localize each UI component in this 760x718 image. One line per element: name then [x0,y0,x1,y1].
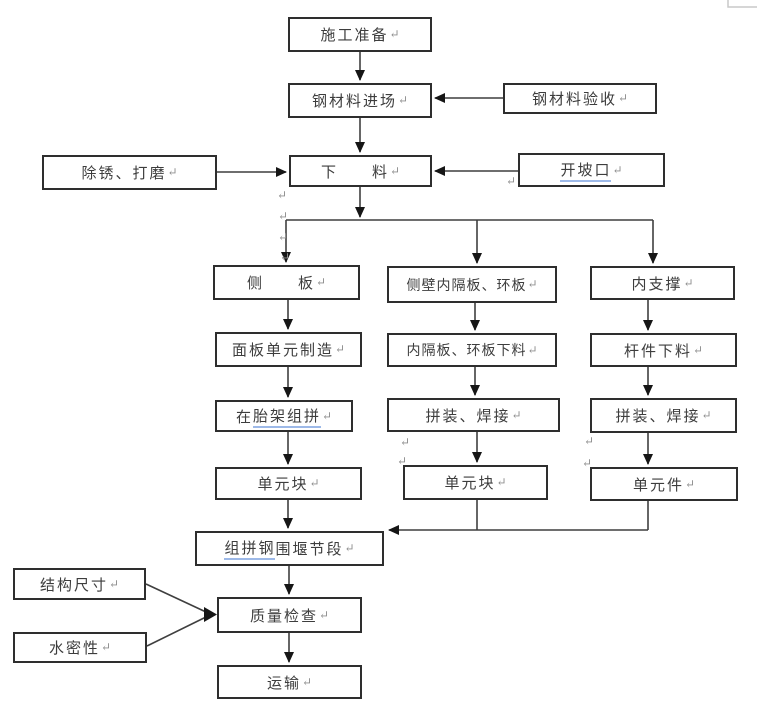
flow-node-derust-grind: 除锈、打磨↵ [42,155,217,190]
flow-node-sidewall-bulkhead-ringplate: 侧壁内隔板、环板↵ [387,266,557,303]
return-mark: ↵ [511,407,522,422]
flow-node-steel-material-entry: 钢材料进场↵ [288,83,432,118]
node-label: 结构尺寸 [39,577,108,594]
node-label: 单元块 [444,476,496,492]
return-mark: ↵ [301,674,313,689]
node-label: 运输 [266,675,301,692]
flow-node-bevel: 开坡口↵ [518,153,665,187]
node-label: 内支撑 [631,276,683,293]
converge-arrowhead [204,607,217,622]
node-label-underlined: 组拼钢 [224,537,276,560]
flow-node-structural-dimensions: 结构尺寸↵ [13,568,146,600]
return-mark: ↵ [612,162,623,177]
node-label-prefix: 在 [235,409,253,426]
page-corner-mark [727,0,757,8]
paragraph-mark: ↵ [277,188,288,202]
flow-node-steel-material-inspection: 钢材料验收↵ [503,83,657,114]
paragraph-mark: ↵ [278,230,289,244]
node-label: 面板单元制造 [231,343,334,359]
flow-node-cutting: 下 料↵ [289,155,432,187]
return-mark: ↵ [315,275,327,289]
node-label: 质量检查 [249,608,318,625]
return-mark: ↵ [334,342,346,356]
node-label: 侧壁内隔板、环板 [406,278,527,294]
flow-node-side-plate: 侧 板↵ [213,265,360,300]
flow-node-watertightness: 水密性↵ [13,632,147,663]
paragraph-mark: ↵ [280,250,291,264]
node-label-underlined: 开坡口 [560,159,612,182]
node-label: 侧 板 [246,276,315,292]
diag-structsize-to-quality [145,583,207,613]
return-mark: ↵ [684,476,696,491]
node-label: 杆件下料 [623,343,692,360]
node-label-underlined: 胎架组拼 [252,405,321,428]
flow-node-jig-assembly: 在胎架组拼↵ [215,400,353,432]
paragraph-mark: ↵ [584,434,595,448]
return-mark: ↵ [100,640,112,654]
node-label-suffix: 围堰节段 [275,542,344,558]
return-mark: ↵ [701,408,712,422]
node-label: 施工准备 [320,28,389,44]
paragraph-mark: ↵ [506,174,517,188]
node-label: 拼装、焊接 [615,409,701,425]
return-mark: ↵ [397,93,409,107]
return-mark: ↵ [683,275,694,290]
flow-node-quality-inspection: 质量检查↵ [217,597,362,633]
return-mark: ↵ [318,607,330,622]
return-mark: ↵ [527,277,538,291]
return-mark: ↵ [108,576,120,591]
node-label: 水密性 [48,641,100,657]
return-mark: ↵ [389,163,401,178]
return-mark: ↵ [617,91,629,105]
flow-node-rod-cutting: 杆件下料↵ [590,333,737,367]
node-label: 下 料 [320,164,389,181]
flow-node-panel-unit-fabrication: 面板单元制造↵ [215,332,362,367]
return-mark: ↵ [321,408,333,423]
flow-node-bulkhead-ringplate-cutting: 内隔板、环板下料↵ [387,333,557,367]
diag-watertight-to-quality [146,616,207,647]
paragraph-mark: ↵ [582,456,593,470]
node-label: 单元块 [257,477,309,493]
return-mark: ↵ [692,342,704,357]
flow-node-cofferdam-segment-assembly: 组拼钢围堰节段↵ [195,531,384,566]
paragraph-mark: ↵ [278,209,289,223]
paragraph-mark: ↵ [397,454,408,468]
flow-node-unit-piece: 单元件↵ [590,467,738,501]
flow-node-assemble-weld-mid: 拼装、焊接↵ [387,398,560,432]
return-mark: ↵ [344,541,355,555]
return-mark: ↵ [527,342,538,357]
flow-node-assemble-weld-right: 拼装、焊接↵ [590,398,737,433]
node-label: 单元件 [632,477,684,494]
return-mark: ↵ [496,475,507,489]
node-label: 钢材料进场 [311,94,397,110]
flow-node-unit-block-mid: 单元块↵ [403,465,548,500]
paragraph-mark: ↵ [400,435,411,449]
flow-node-transport: 运输↵ [217,665,362,699]
node-label: 除锈、打磨 [81,166,167,182]
node-label: 钢材料验收 [531,92,617,108]
flow-node-construction-prep: 施工准备↵ [288,17,432,52]
return-mark: ↵ [389,27,400,41]
return-mark: ↵ [309,476,320,490]
node-label: 拼装、焊接 [425,408,511,425]
flow-node-unit-block-left: 单元块↵ [215,467,362,500]
flow-node-inner-brace: 内支撑↵ [590,266,735,300]
return-mark: ↵ [167,165,178,179]
node-label: 内隔板、环板下料 [406,344,527,359]
